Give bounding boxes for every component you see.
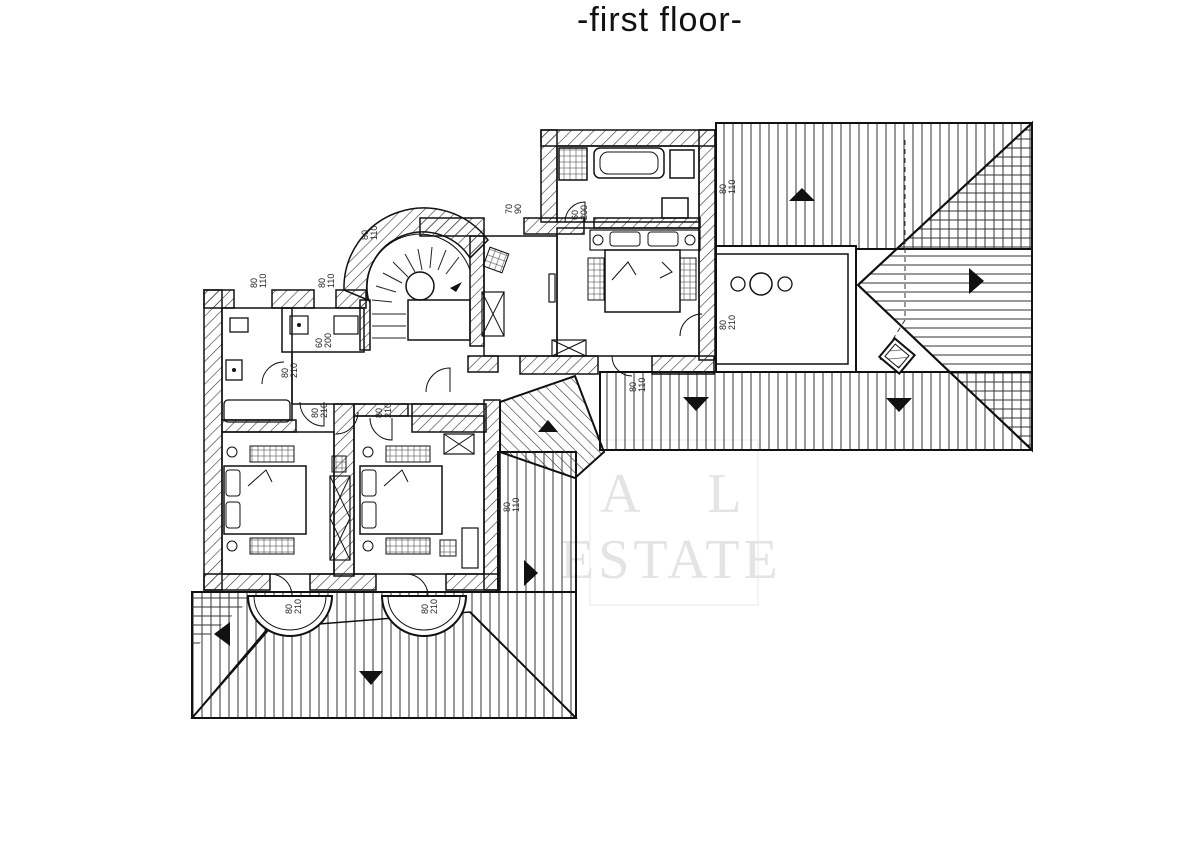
table	[749, 272, 773, 296]
door-swing	[679, 313, 703, 337]
double-bed	[223, 465, 307, 535]
sink	[333, 315, 359, 335]
roof-south	[190, 451, 578, 719]
chimney	[877, 337, 917, 375]
slope-arrow-up-icon	[538, 420, 558, 432]
bathtub	[593, 147, 665, 179]
double-bed	[359, 465, 443, 535]
watermark: A L ESTATE	[560, 439, 782, 606]
toilet	[289, 315, 309, 335]
nightstand	[587, 257, 605, 301]
dim-label: 80110	[360, 226, 379, 240]
watermark-line1: A L	[600, 463, 770, 525]
pillow	[647, 231, 679, 247]
dim-label: 80210	[718, 315, 737, 330]
dim-label: 80110	[502, 498, 521, 512]
dim-label: 80110	[317, 274, 336, 288]
nightstand	[249, 445, 295, 463]
balcony-east	[380, 595, 468, 637]
bedroom-west-2	[359, 417, 479, 569]
slope-arrow-down-icon	[683, 397, 709, 411]
slope-arrow-up-icon	[789, 188, 815, 201]
dim-label: 80210	[284, 599, 303, 614]
plant	[482, 246, 510, 274]
slope-arrow-down-icon	[886, 398, 912, 412]
slope-arrow-right-icon	[969, 268, 984, 294]
bathtub	[223, 399, 291, 423]
nightstand	[679, 257, 697, 301]
door-swing	[261, 361, 285, 385]
dim-label: 80210	[280, 363, 299, 378]
watermark-line2: ESTATE	[560, 529, 782, 591]
door-swing	[299, 401, 325, 427]
bathroom-north	[558, 147, 695, 223]
dim-label: 80110	[628, 378, 647, 392]
balcony-west	[246, 595, 334, 637]
toilet	[669, 149, 695, 179]
hall	[481, 246, 633, 377]
bedroom-west-1	[223, 411, 359, 561]
bathroom-west	[223, 315, 451, 427]
shower	[558, 147, 588, 181]
door-swing	[611, 355, 633, 377]
pillow	[609, 231, 641, 247]
nightstand	[385, 445, 431, 463]
dim-label: 80210	[310, 403, 329, 418]
dim-label: 7090	[504, 204, 523, 214]
dim-label: 80110	[249, 274, 268, 288]
chair	[730, 276, 746, 292]
chair	[777, 276, 793, 292]
sink	[225, 359, 243, 381]
double-bed	[604, 249, 681, 313]
slope-arrow-down-icon	[359, 671, 383, 685]
floor-title: -first floor-	[577, 1, 743, 39]
dim-label: 80210	[374, 403, 393, 418]
wardrobe	[461, 527, 479, 569]
slope-arrow-left-icon	[214, 622, 230, 646]
nightstand	[249, 537, 295, 555]
walls	[203, 129, 716, 591]
terrace	[715, 245, 857, 373]
dim-label: 80110	[718, 180, 737, 194]
dim-label: 60200	[314, 333, 333, 348]
balconies	[246, 573, 468, 637]
dim-label: 60200	[570, 205, 589, 220]
sink	[661, 197, 689, 219]
slope-arrow-right-icon	[524, 560, 538, 586]
bedroom-north	[587, 229, 703, 337]
dim-label: 80210	[420, 599, 439, 614]
stair-direction-icon	[450, 282, 462, 292]
dimension-labels: 80110 80110 80110 7090 60200 80110 80210…	[249, 180, 737, 614]
toilet	[229, 317, 249, 333]
spiral-stair	[343, 207, 489, 341]
nightstand	[385, 537, 431, 555]
roof-east	[599, 120, 1033, 453]
door-swing	[564, 201, 586, 223]
headboard	[589, 229, 701, 251]
door-swing	[425, 367, 451, 393]
